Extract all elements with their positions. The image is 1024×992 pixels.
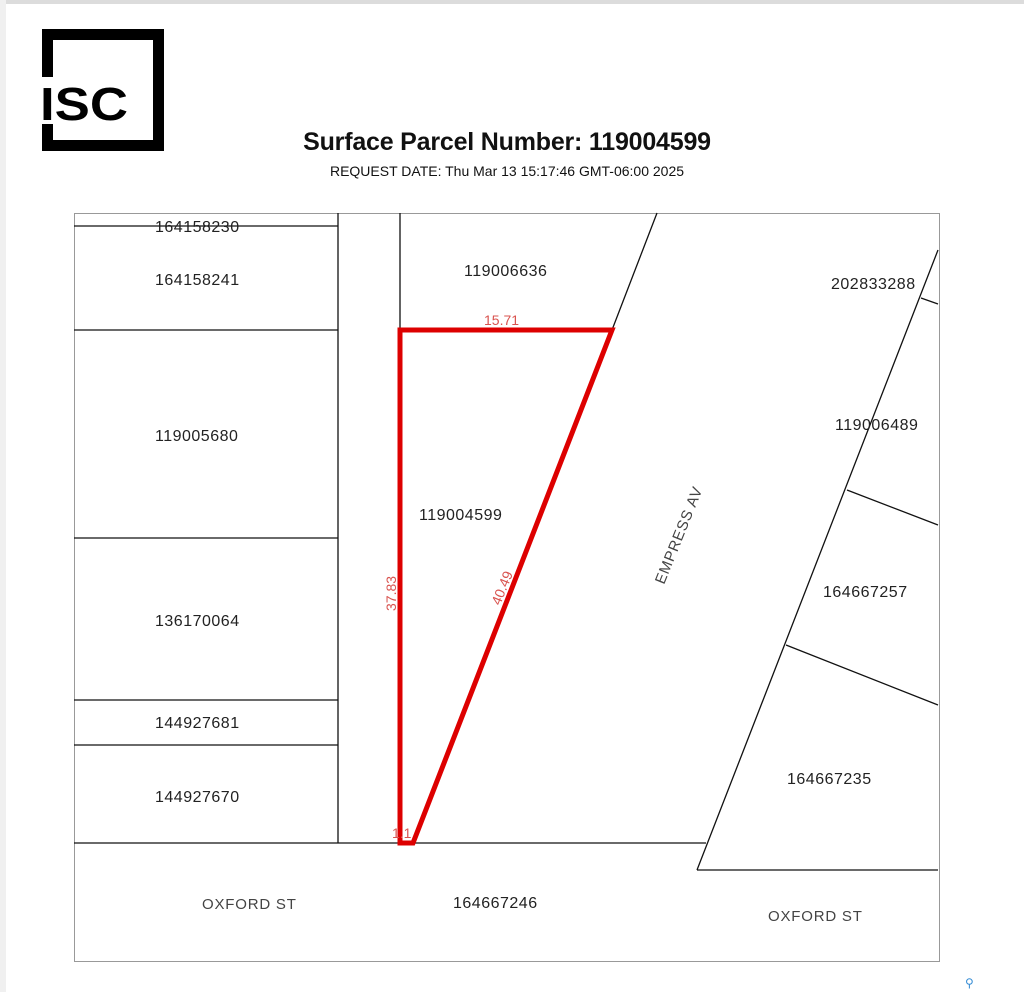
map-frame [74, 213, 940, 962]
road-label-oxford-left: OXFORD ST [202, 896, 297, 913]
page-title: Surface Parcel Number: 119004599 [303, 128, 711, 156]
parcel-label: 144927681 [155, 715, 240, 732]
dimension-top: 15.71 [484, 312, 519, 328]
parcel-label: 119006636 [464, 263, 547, 280]
left-border [0, 0, 6, 992]
parcel-label: 164158230 [155, 219, 240, 236]
parcel-label: 164667235 [787, 771, 872, 788]
parcel-label: 164158241 [155, 272, 240, 289]
request-date: REQUEST DATE: Thu Mar 13 15:17:46 GMT-06… [329, 163, 685, 179]
parcel-label: 136170064 [155, 613, 240, 630]
road-label-oxford-right: OXFORD ST [768, 908, 863, 925]
dimension-left: 37.83 [383, 576, 399, 611]
location-pin-icon[interactable]: ⚲ [965, 976, 974, 990]
parcel-label: 202833288 [831, 276, 916, 293]
top-border [0, 0, 1024, 4]
subject-parcel-label[interactable]: 119004599 [419, 507, 502, 524]
parcel-lines [74, 212, 939, 871]
dimension-bottom: 1.1 [392, 825, 412, 841]
parcel-label: 164667257 [823, 584, 908, 601]
parcel-label: 164667246 [453, 895, 538, 912]
parcel-label: 119006489 [835, 417, 918, 434]
road-label-empress: EMPRESS AV [652, 484, 707, 586]
svg-text:ISC: ISC [42, 78, 128, 130]
parcel-label: 119005680 [155, 428, 238, 445]
isc-logo: ISC [42, 29, 164, 151]
subject-parcel-outline[interactable] [397, 327, 616, 846]
parcel-label: 144927670 [155, 789, 240, 806]
